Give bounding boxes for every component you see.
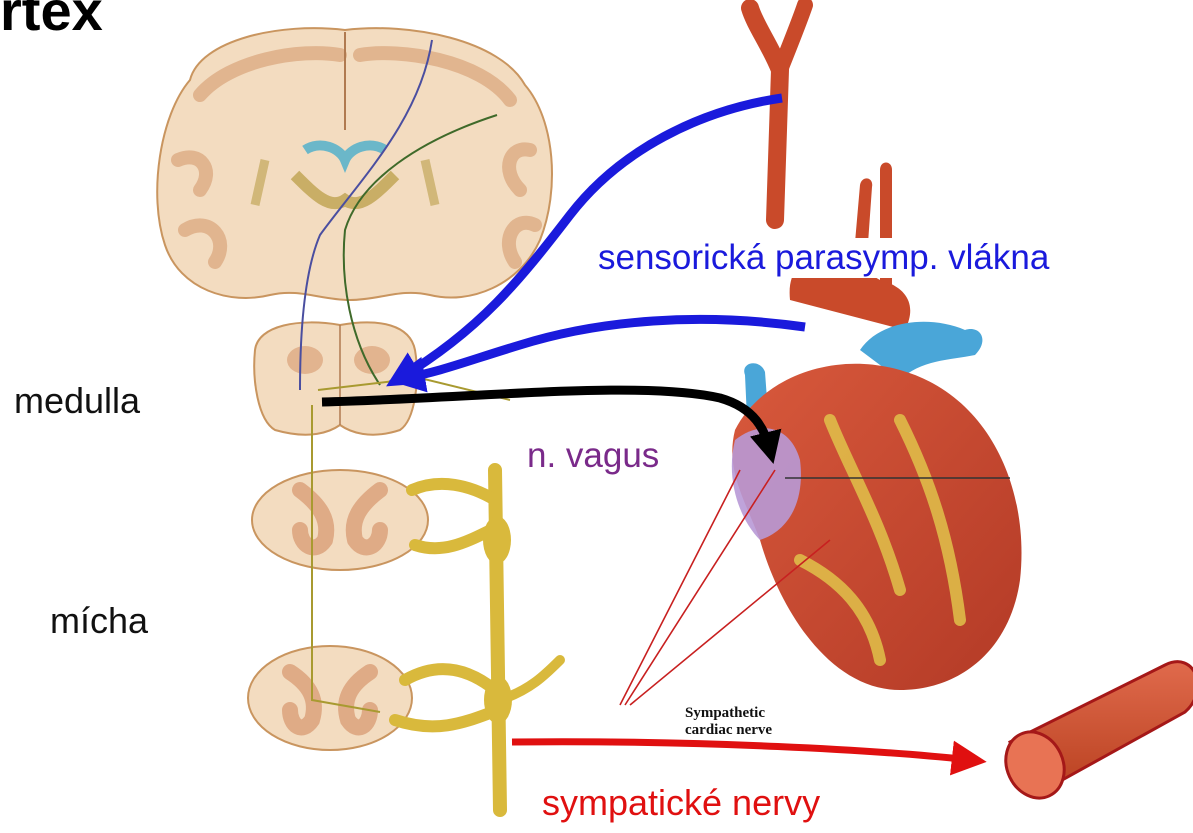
label-sympathetic-nerves: sympatické nervy [540, 782, 822, 824]
spinal-cord-upper [252, 470, 428, 570]
label-cardiac-nerve-line2: cardiac nerve [685, 722, 772, 739]
label-medulla: medulla [14, 380, 140, 422]
spinal-cord-lower [248, 646, 412, 750]
sympathetic-arrow [512, 742, 970, 760]
label-cardiac-nerve-line1: Sympathetic [685, 705, 772, 722]
carotid-artery [750, 5, 805, 220]
label-cardiac-nerve: Sympathetic cardiac nerve [685, 705, 772, 739]
brain-section [157, 28, 552, 300]
title-fragment: rtex [0, 0, 103, 43]
medulla-section [254, 322, 417, 434]
label-spinal-cord: mícha [50, 600, 148, 642]
label-sensory-fibers: sensorická parasymp. vlákna [592, 238, 1055, 278]
label-vagus-nerve: n. vagus [523, 436, 663, 476]
blood-vessel-cylinder [995, 662, 1193, 808]
